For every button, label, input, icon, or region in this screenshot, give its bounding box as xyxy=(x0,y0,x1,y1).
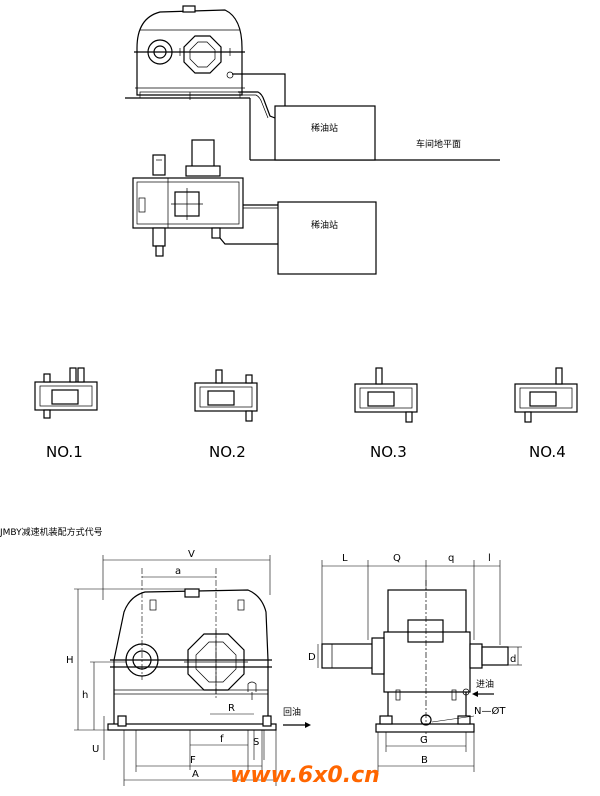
assembly-title: JMBY减速机装配方式代号 xyxy=(0,526,103,538)
dim-S: S xyxy=(253,737,259,748)
assembly-code-3: NO.3 xyxy=(370,443,407,461)
assembly-code-2: NO.2 xyxy=(209,443,246,461)
oil-station-label-bottom: 稀油站 xyxy=(311,219,338,231)
installation-side-view: 稀油站 车间地平面 xyxy=(125,5,500,161)
dim-B: B xyxy=(421,755,428,766)
dim-d: d xyxy=(510,654,516,665)
installation-plan-view: 稀油站 xyxy=(132,139,377,275)
assembly-variant-1: NO.1 xyxy=(34,367,98,461)
oil-in-arrow xyxy=(472,691,478,697)
assembly-variant-3: NO.3 xyxy=(354,367,418,461)
dim-f: f xyxy=(220,734,224,745)
oil-return-label: 回油 xyxy=(283,706,301,718)
assembly-code-1: NO.1 xyxy=(46,443,83,461)
dim-N-OT: N—ØT xyxy=(474,705,506,717)
oil-station-label-top: 稀油站 xyxy=(311,122,338,134)
dim-V: V xyxy=(188,549,195,560)
side-view-drawing: L Q q l D d 进油 N—ØT G B xyxy=(308,553,522,772)
dim-q: q xyxy=(448,553,454,564)
assembly-variant-2: NO.2 xyxy=(194,369,258,461)
dim-h: h xyxy=(82,690,88,701)
oil-in-label: 进油 xyxy=(476,678,494,690)
floor-label: 车间地平面 xyxy=(416,138,461,150)
dim-U: U xyxy=(92,744,99,755)
watermark: www.6x0.cn xyxy=(230,763,380,788)
dim-A: A xyxy=(192,769,199,780)
front-view-drawing: V a H h U R f S F A xyxy=(66,549,311,786)
dim-a: a xyxy=(175,566,181,577)
dim-D: D xyxy=(308,652,316,663)
assembly-code-4: NO.4 xyxy=(529,443,566,461)
dim-l: l xyxy=(488,553,491,564)
dim-Q: Q xyxy=(393,553,401,564)
assembly-variant-4: NO.4 xyxy=(514,367,578,461)
dim-F: F xyxy=(190,755,196,766)
dim-R: R xyxy=(228,703,235,714)
dim-L: L xyxy=(342,553,348,564)
oil-return-arrow xyxy=(305,722,311,728)
dim-H: H xyxy=(66,655,74,666)
dim-G: G xyxy=(420,735,428,746)
